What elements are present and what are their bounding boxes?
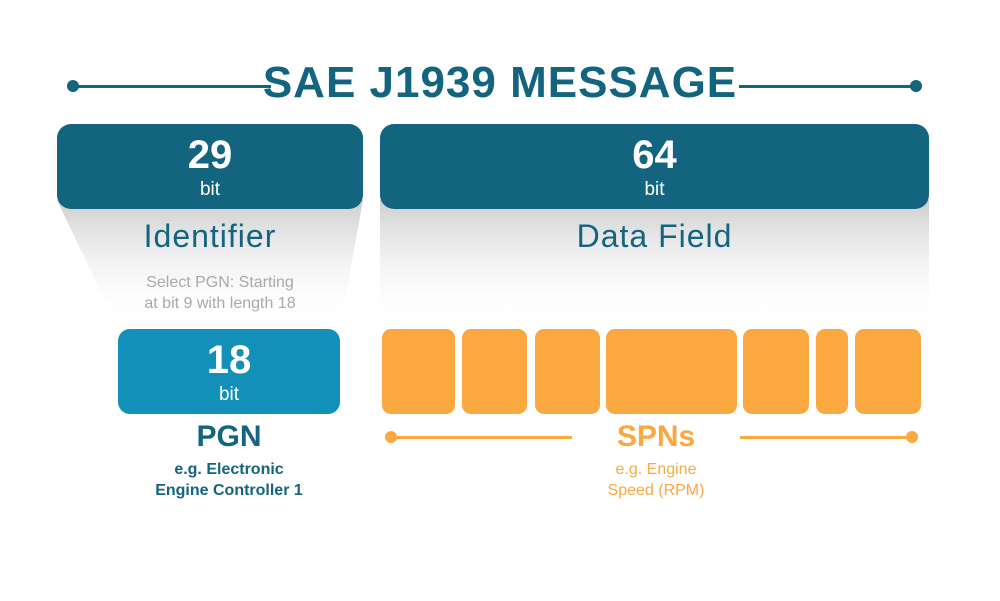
spn-right-line xyxy=(740,436,912,439)
identifier-unit: bit xyxy=(199,179,221,200)
spn-segment xyxy=(816,329,848,414)
title-right-dot xyxy=(910,80,922,92)
spns-example-line2: Speed (RPM) xyxy=(607,482,705,499)
data-field-fade xyxy=(380,200,929,328)
pgn-bits: 18 xyxy=(206,338,252,382)
data-field-label: Data Field xyxy=(576,218,733,254)
data-field-unit: bit xyxy=(644,179,665,200)
spn-right-dot xyxy=(906,431,918,443)
spn-segment xyxy=(382,329,455,414)
spn-segment xyxy=(855,329,921,414)
pgn-example-line2: Engine Controller 1 xyxy=(155,482,303,499)
spn-segment xyxy=(462,329,527,414)
diagram-title: SAE J1939 MESSAGE xyxy=(262,58,738,107)
pgn-label: PGN xyxy=(196,420,262,453)
identifier-note-line1: Select PGN: Starting xyxy=(146,274,294,291)
spn-segment xyxy=(606,329,737,414)
data-field-box: 64 bit xyxy=(380,124,929,209)
identifier-label: Identifier xyxy=(143,218,277,254)
identifier-note-line2: at bit 9 with length 18 xyxy=(144,295,296,312)
pgn-unit: bit xyxy=(218,384,240,405)
spns-label: SPNs xyxy=(616,420,696,453)
title-right-line xyxy=(739,85,916,88)
identifier-box: 29 bit xyxy=(57,124,363,209)
spn-left-line xyxy=(391,436,572,439)
data-field-bits: 64 xyxy=(632,133,677,177)
spn-segment xyxy=(743,329,809,414)
spn-segment xyxy=(535,329,600,414)
title-left-line xyxy=(73,85,271,88)
spns-example-line1: e.g. Engine xyxy=(615,461,697,478)
identifier-bits: 29 xyxy=(187,133,233,177)
pgn-example-line1: e.g. Electronic xyxy=(174,461,284,478)
pgn-box: 18 bit xyxy=(118,329,340,414)
identifier-fade xyxy=(57,200,363,328)
